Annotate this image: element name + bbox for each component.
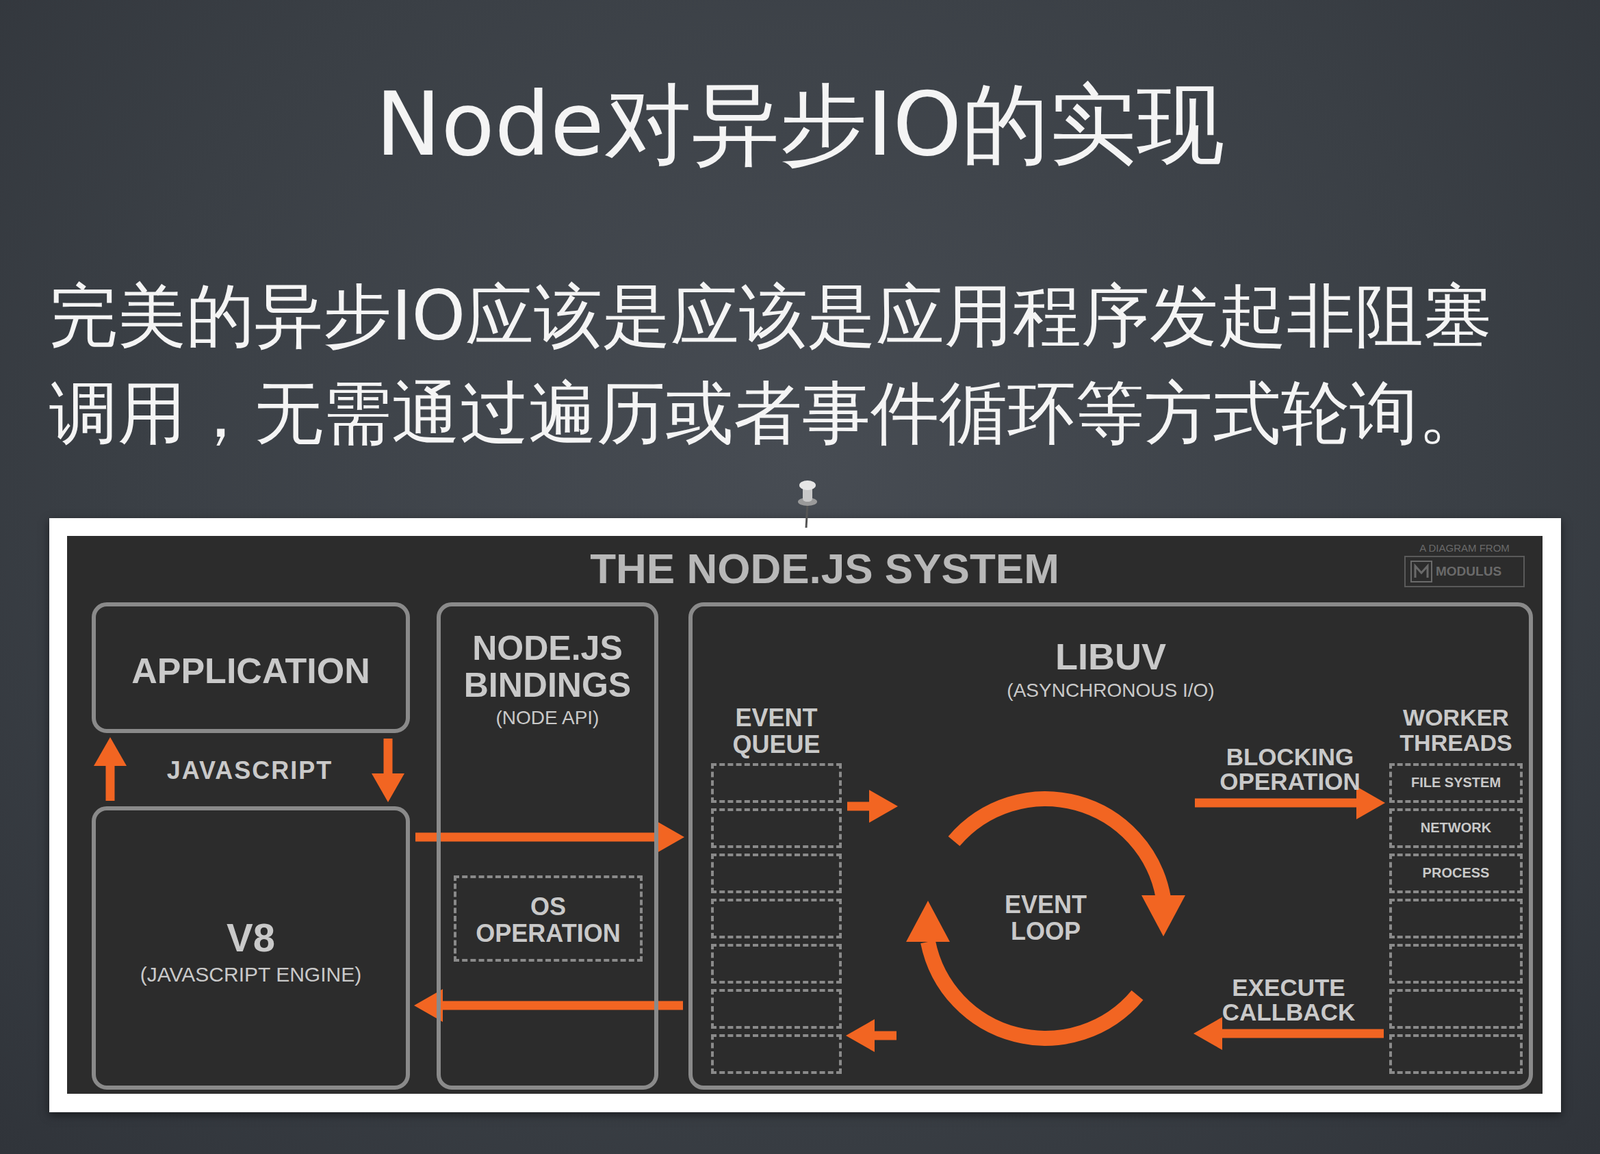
box-heading: WORKER THREADS xyxy=(1389,704,1523,755)
arrow-shaft xyxy=(871,1031,897,1041)
arrowhead xyxy=(845,1018,875,1052)
system-box: V8 (JAVASCRIPT ENGINE) xyxy=(91,806,410,1090)
arrow-shaft xyxy=(1219,1029,1384,1039)
queue-slot xyxy=(1389,898,1523,939)
queue-slot xyxy=(711,898,842,939)
edge-label: EXECUTE CALLBACK xyxy=(1196,975,1382,1026)
dashed-box: NETWORK xyxy=(1389,808,1523,848)
queue-slot xyxy=(711,763,842,803)
arrowhead xyxy=(93,737,127,766)
pin-needle xyxy=(806,502,808,528)
arrow-shaft xyxy=(415,832,659,842)
dashed-box: OS OPERATION xyxy=(453,875,643,962)
event-loop: EVENT LOOP xyxy=(901,774,1190,1063)
watermark-text: A DIAGRAM FROM xyxy=(1404,542,1525,555)
box-heading: APPLICATION xyxy=(131,651,371,690)
box-subtext: (ASYNCHRONOUS I/O) xyxy=(1006,680,1215,701)
watermark-border xyxy=(1404,556,1525,587)
language-label: JAVASCRIPT xyxy=(147,755,353,786)
box-heading: FILE SYSTEM xyxy=(1411,775,1501,791)
subtitle-text: 完美的异步IO应该是应该是应用程序发起非阻塞调用，无需通过遍历或者事件循环等方式… xyxy=(49,267,1535,462)
arrowhead xyxy=(1193,1016,1223,1050)
queue-slot xyxy=(711,853,842,894)
box-heading: PROCESS xyxy=(1422,865,1490,881)
loop-arrowhead xyxy=(1141,895,1186,937)
arrowhead xyxy=(371,773,405,803)
loop-arc xyxy=(953,798,1164,898)
queue-slot xyxy=(1389,988,1523,1029)
box-heading: NODE.JS BINDINGS xyxy=(440,629,655,704)
dashed-box: PROCESS xyxy=(1389,853,1523,894)
system-box: APPLICATION xyxy=(91,602,410,733)
queue-slot xyxy=(711,988,842,1029)
column-group: WORKER THREADS FILE SYSTEM NETWORK PROCESS xyxy=(1389,704,1523,1078)
watermark-frame xyxy=(1404,555,1525,588)
arrowhead xyxy=(1356,786,1386,820)
loop-arc xyxy=(927,941,1138,1039)
box-subtext: (NODE API) xyxy=(496,707,600,729)
arrow-shaft xyxy=(383,738,393,777)
logo-frame xyxy=(1411,561,1432,582)
modulus-logo xyxy=(1409,559,1434,584)
box-heading: NETWORK xyxy=(1420,820,1492,836)
box-heading: EVENT QUEUE xyxy=(711,704,842,759)
arrow-shaft xyxy=(106,763,115,801)
logo-mark xyxy=(1415,565,1428,578)
arrow-shaft xyxy=(440,1001,683,1011)
arrow-shaft xyxy=(1194,798,1360,808)
flow-arrow xyxy=(414,988,683,1022)
push-pin xyxy=(786,475,829,531)
diagram-title: THE NODE.JS SYSTEM xyxy=(345,544,1304,594)
edge-label: BLOCKING OPERATION xyxy=(1197,744,1383,796)
queue-slot xyxy=(711,943,842,984)
flow-arrow xyxy=(93,737,127,801)
flow-arrow xyxy=(845,1018,897,1052)
dashed-box: FILE SYSTEM xyxy=(1389,763,1523,803)
flow-arrow xyxy=(1193,1016,1384,1050)
box-heading: OS OPERATION xyxy=(456,893,640,948)
flow-arrow xyxy=(847,789,898,823)
flow-arrow xyxy=(415,820,685,854)
queue-slot xyxy=(711,808,842,848)
loop-arrowhead xyxy=(906,900,950,942)
box-heading: EVENT LOOP xyxy=(977,891,1115,946)
watermark-brand: MODULUS xyxy=(1435,563,1522,579)
arrow-shaft xyxy=(847,802,872,811)
flow-arrow xyxy=(1194,786,1386,820)
system-box: NODE.JS BINDINGS (NODE API) OS OPERATION xyxy=(436,602,659,1090)
pin-head xyxy=(799,480,816,490)
arrowhead xyxy=(655,820,685,854)
queue-slot xyxy=(711,1034,842,1074)
arrowhead xyxy=(869,789,898,823)
dark-board xyxy=(67,535,1543,1094)
box-heading: LIBUV xyxy=(1055,636,1167,677)
queue-slot xyxy=(1389,1034,1523,1074)
column-group: EVENT QUEUE xyxy=(711,704,842,1078)
box-heading: V8 xyxy=(226,916,276,960)
system-box: LIBUV (ASYNCHRONOUS I/O) EVENT QUEUE EVENT … xyxy=(688,602,1533,1090)
page-title: Node对异步IO的实现 xyxy=(0,71,1600,178)
flow-arrow xyxy=(371,738,405,803)
queue-slot xyxy=(1389,943,1523,984)
box-subtext: (JAVASCRIPT ENGINE) xyxy=(140,963,362,986)
